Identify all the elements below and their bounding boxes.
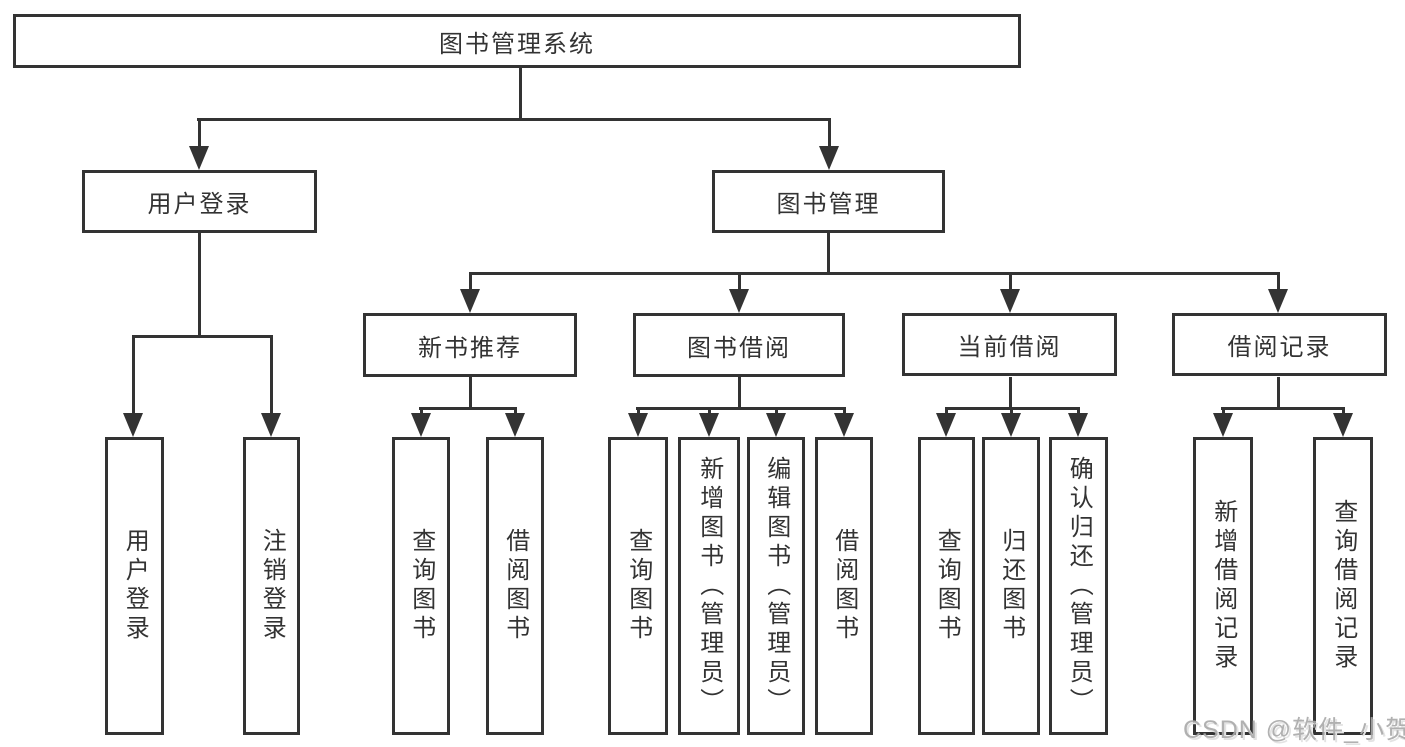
node-book-borrowing: 图书借阅 — [633, 313, 845, 377]
leaf-bb-query-books-label: 查询图书 — [624, 528, 652, 644]
leaf-nbr-query-books: 查询图书 — [392, 437, 450, 735]
leaf-cb-confirm-return: 确认归还（管理员） — [1049, 437, 1108, 735]
connector-book-management-stem — [827, 233, 830, 272]
node-library-system: 图书管理系统 — [13, 14, 1021, 68]
leaf-logout: 注销登录 — [243, 437, 300, 735]
leaf-br-add-record: 新增借阅记录 — [1193, 437, 1253, 735]
leaf-bb-borrow-books: 借阅图书 — [815, 437, 873, 735]
leaf-bb-add-books: 新增图书（管理员） — [678, 437, 740, 735]
node-book-management: 图书管理 — [712, 170, 945, 233]
leaf-br-query-record: 查询借阅记录 — [1313, 437, 1373, 735]
leaf-user-login-label: 用户登录 — [121, 528, 149, 644]
leaf-cb-confirm-return-label: 确认归还（管理员） — [1065, 455, 1093, 717]
connector-current-borrowing-stem — [1009, 377, 1012, 407]
connector-root-stem — [519, 68, 522, 118]
connector-current-borrowing-rail — [945, 407, 1080, 410]
leaf-cb-return-books: 归还图书 — [982, 437, 1040, 735]
leaf-cb-return-books-label: 归还图书 — [997, 528, 1025, 644]
connector-new-book-recommend-stem — [469, 377, 472, 407]
leaf-nbr-borrow-books-label: 借阅图书 — [501, 528, 529, 644]
node-current-borrowing-label: 当前借阅 — [957, 334, 1062, 361]
leaf-logout-label: 注销登录 — [258, 528, 286, 644]
leaf-bb-add-books-label: 新增图书（管理员） — [695, 455, 723, 717]
node-borrow-records: 借阅记录 — [1172, 313, 1387, 376]
connector-user-login-rail — [132, 335, 273, 338]
leaf-user-login: 用户登录 — [105, 437, 164, 735]
node-book-management-label: 图书管理 — [776, 191, 881, 218]
connector-user-login-stem — [198, 233, 201, 335]
connector-borrow-records-rail — [1221, 407, 1344, 410]
connector-level2-rail — [197, 118, 831, 121]
node-current-borrowing: 当前借阅 — [902, 313, 1117, 376]
connector-new-book-recommend-rail — [419, 407, 516, 410]
leaf-bb-borrow-books-label: 借阅图书 — [830, 528, 858, 644]
connector-borrow-records-stem — [1277, 377, 1280, 407]
node-new-book-recommend: 新书推荐 — [363, 313, 577, 377]
leaf-nbr-query-books-label: 查询图书 — [407, 528, 435, 644]
leaf-cb-query-books-label: 查询图书 — [933, 528, 961, 644]
connector-level3-rail — [469, 272, 1280, 275]
node-book-borrowing-label: 图书借阅 — [687, 334, 791, 362]
node-borrow-records-label: 借阅记录 — [1227, 334, 1332, 361]
leaf-cb-query-books: 查询图书 — [918, 437, 975, 735]
csdn-watermark: CSDN @软件_小贺同学 — [1183, 716, 1405, 744]
connector-book-borrowing-stem — [738, 377, 741, 407]
leaf-bb-edit-books: 编辑图书（管理员） — [747, 437, 805, 735]
node-new-book-recommend-label: 新书推荐 — [418, 334, 522, 362]
connector-book-borrowing-rail — [636, 407, 845, 410]
leaf-bb-edit-books-label: 编辑图书（管理员） — [762, 455, 790, 717]
leaf-bb-query-books: 查询图书 — [608, 437, 668, 735]
leaf-nbr-borrow-books: 借阅图书 — [486, 437, 544, 735]
node-user-login-label: 用户登录 — [147, 191, 252, 218]
node-library-system-label: 图书管理系统 — [439, 30, 595, 58]
node-user-login: 用户登录 — [82, 170, 317, 233]
leaf-br-add-record-label: 新增借阅记录 — [1209, 499, 1237, 673]
leaf-br-query-record-label: 查询借阅记录 — [1329, 499, 1357, 673]
